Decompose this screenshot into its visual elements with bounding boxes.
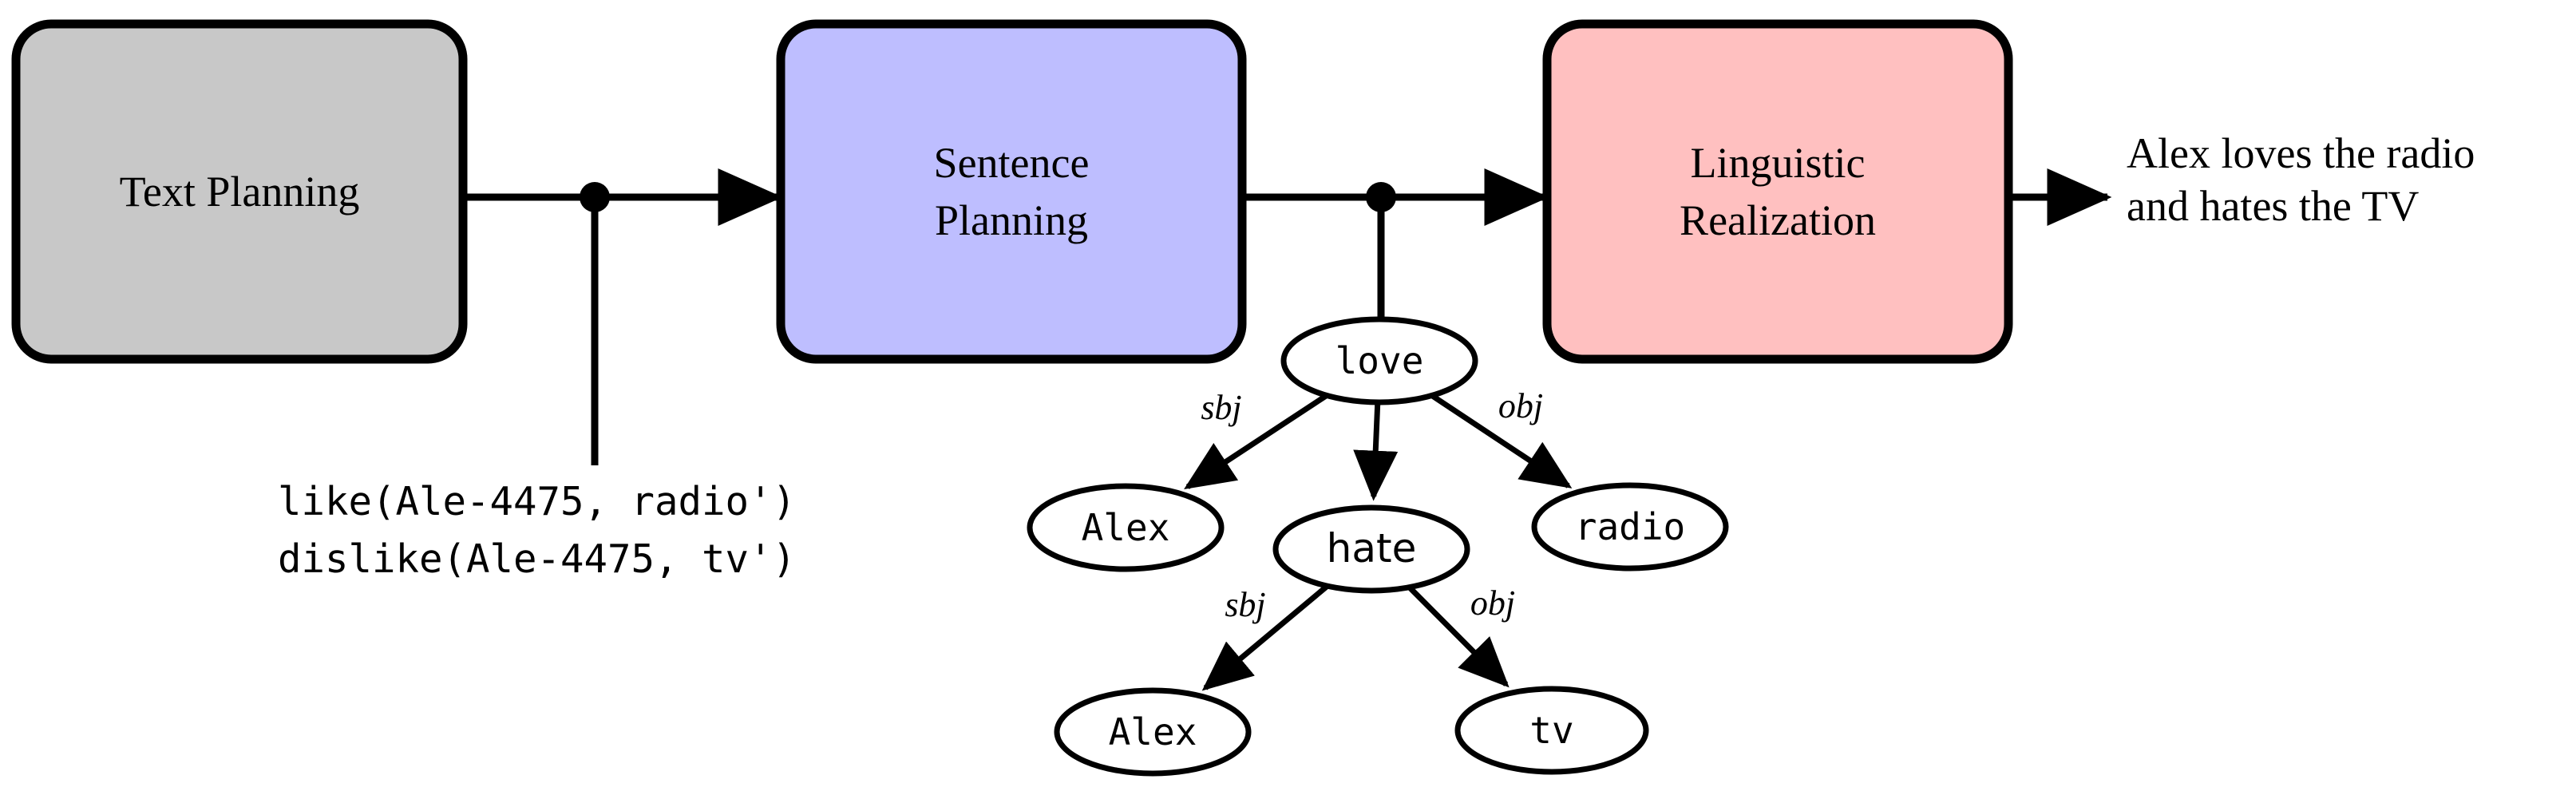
tree-node-label: love — [1335, 339, 1424, 382]
tree-edge-hate-obj-tv — [1407, 585, 1510, 688]
tree-edge-label-love-obj-radio: obj — [1498, 386, 1543, 425]
surface-output-text: Alex loves the radio and hates the TV — [2127, 129, 2475, 230]
tree-node-label: Alex — [1109, 710, 1197, 753]
stage-box-text-planning[interactable]: Text Planning — [11, 19, 468, 364]
tree-node-ellipse — [1280, 316, 1478, 405]
tree-edge-love-sbj-alex — [1184, 393, 1328, 489]
tree-edge-hate-sbj-alex — [1201, 583, 1330, 691]
pipeline-junction-dots — [580, 182, 1396, 465]
junction-dot-text-planning-tap — [580, 182, 610, 212]
tree-edge-label-hate-sbj-alex: sbj — [1225, 585, 1265, 624]
output-line: and hates the TV — [2127, 182, 2419, 230]
stage-label-line: Planning — [935, 196, 1088, 244]
stage-box-shape — [776, 19, 1247, 364]
tree-edge-love-hate — [1353, 401, 1399, 501]
tree-edge-label-hate-obj-tv: obj — [1470, 583, 1515, 623]
tree-node-tv[interactable]: tv — [1454, 686, 1649, 775]
tree-node-ellipse — [1272, 504, 1470, 594]
tree-node-label: radio — [1575, 505, 1685, 548]
stage-label-line: Realization — [1680, 196, 1876, 244]
tree-node-ellipse — [1531, 482, 1729, 572]
stage-box-shape — [11, 19, 468, 364]
tree-node-love[interactable]: love — [1280, 316, 1478, 405]
tree-node-label: hate — [1327, 525, 1417, 572]
tree-node-radio[interactable]: radio — [1531, 482, 1729, 572]
tree-node-hate[interactable]: hate — [1272, 504, 1470, 594]
tree-node-ellipse — [1054, 687, 1252, 777]
tree-node-alex2[interactable]: Alex — [1054, 687, 1252, 777]
tree-node-label: tv — [1529, 709, 1573, 752]
tree-edge-love-obj-radio — [1430, 393, 1573, 488]
stage-box-shape — [1542, 19, 2013, 364]
stage-label-line: Linguistic — [1691, 139, 1866, 187]
logical-form-line: dislike(Ale-4475, tv') — [278, 536, 796, 582]
logical-form-text: like(Ale-4475, radio') dislike(Ale-4475, … — [278, 479, 796, 582]
tree-node-label: Alex — [1082, 506, 1170, 549]
logical-form-line: like(Ale-4475, radio') — [278, 479, 796, 524]
output-line: Alex loves the radio — [2127, 129, 2475, 177]
tree-node-ellipse — [1454, 686, 1649, 775]
stage-label-line: Text Planning — [120, 168, 360, 216]
tree-node-alex1[interactable]: Alex — [1027, 483, 1225, 572]
junction-dot-sentence-planning-tap — [1366, 182, 1396, 212]
stage-label-line: Sentence — [934, 139, 1090, 187]
dependency-tree-edges: sbj obj sbj obj — [1184, 386, 1573, 691]
tree-edge-label-love-sbj-alex: sbj — [1201, 388, 1241, 427]
tree-node-ellipse — [1027, 483, 1225, 572]
